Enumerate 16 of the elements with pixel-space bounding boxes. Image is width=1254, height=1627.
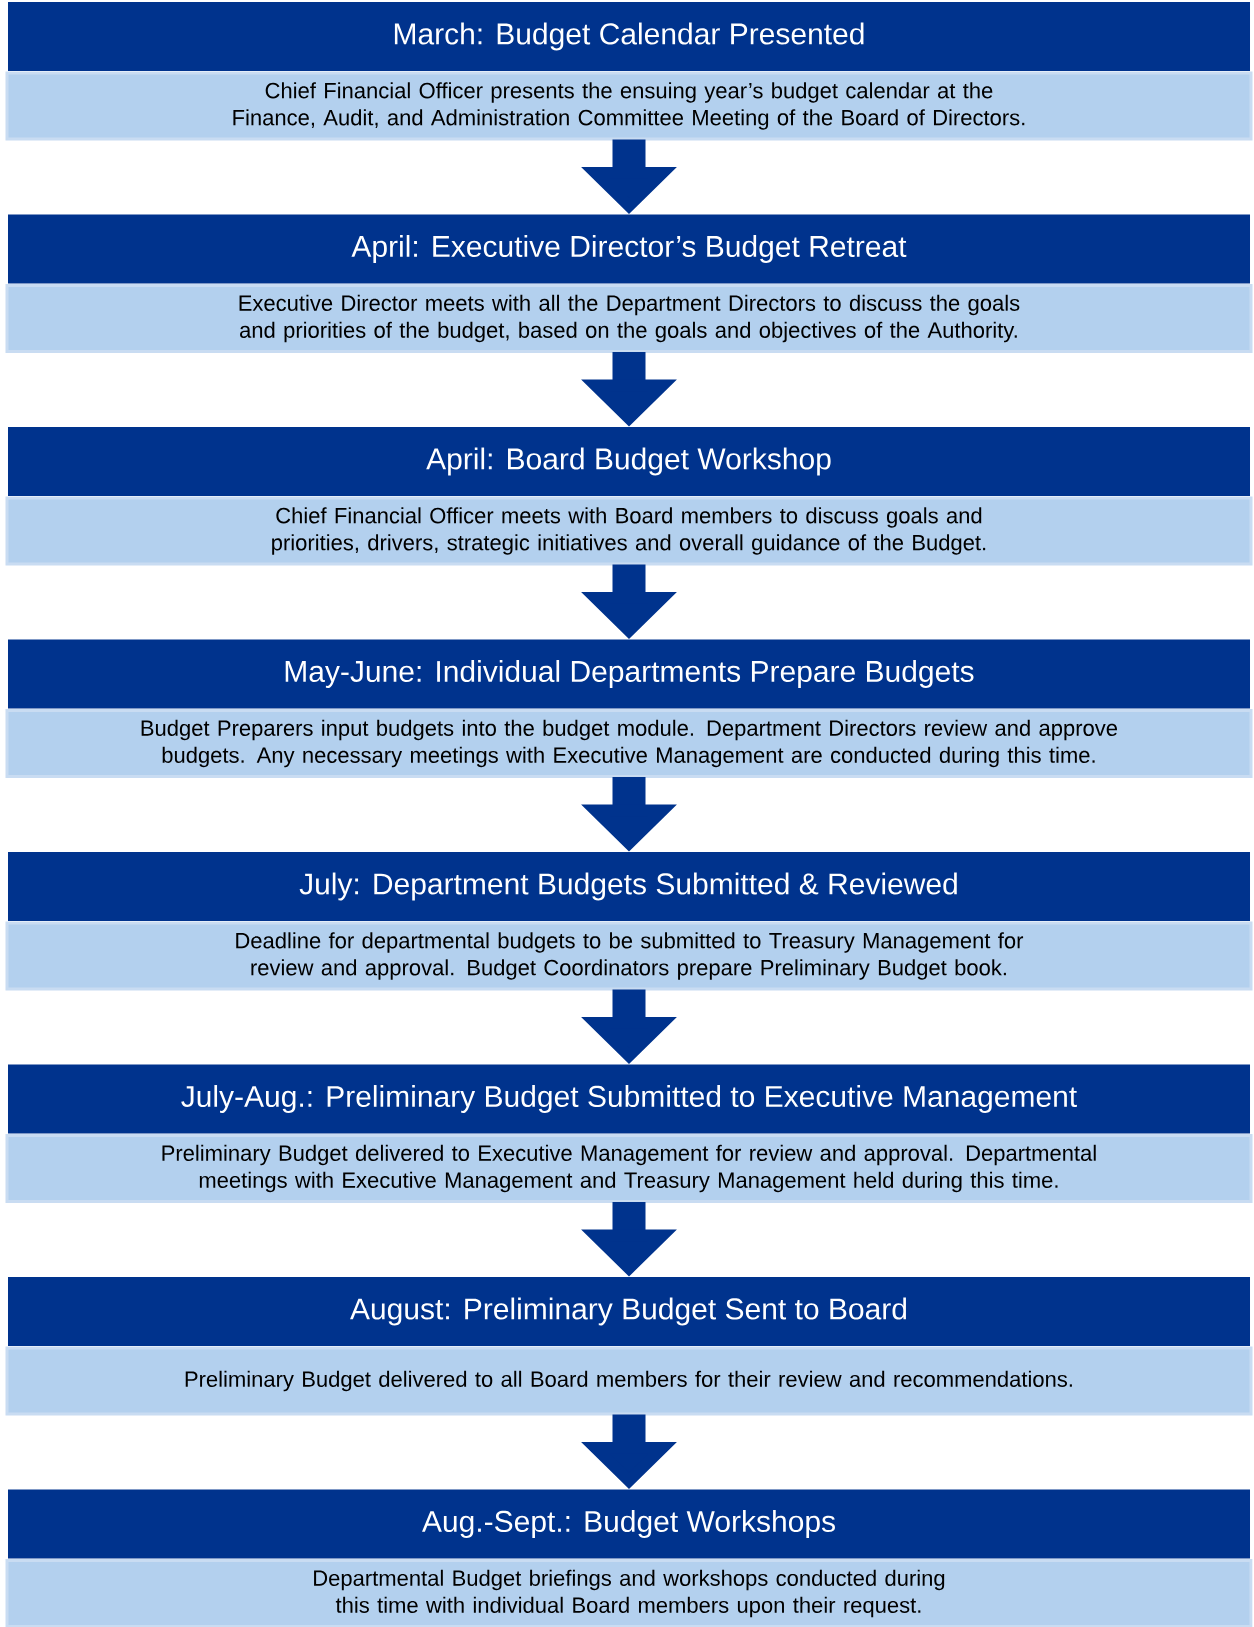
stage-header: March: Budget Calendar Presented	[8, 2, 1250, 71]
stage-description: Executive Director meets with all the Department Directors to discuss the goals and priorities of the budget, based on the goals and objectives of the Authority.	[5, 284, 1253, 353]
stage-description: Preliminary Budget delivered to Executive Management for review and approval. Departmental meetings with Executive Management and Treasury Management held during this time.	[5, 1134, 1253, 1203]
stage-header: May-June: Individual Departments Prepare Budgets	[8, 639, 1250, 709]
stage-header: August: Preliminary Budget Sent to Board	[8, 1277, 1250, 1346]
stage-header: July-Aug.: Preliminary Budget Submitted to Executive Management	[8, 1064, 1250, 1134]
stage-description: Departmental Budget briefings and workshops conducted during this time with individual Board members upon their request.	[5, 1559, 1253, 1627]
stage-header: July: Department Budgets Submitted & Reviewed	[8, 852, 1250, 921]
stage-description: Budget Preparers input budgets into the budget module. Department Directors review and approve budgets. Any necessary meetings with Executive Management are conducted during this time.	[5, 709, 1253, 778]
stage-description: Preliminary Budget delivered to all Board members for their review and recommendations.	[5, 1346, 1253, 1416]
stage-description: Chief Financial Officer meets with Board members to discuss goals and priorities, drivers, strategic initiatives and overall guidance of the Budget.	[5, 496, 1253, 566]
stage-description: Chief Financial Officer presents the ensuing year’s budget calendar at the Finance, Audit, and Administration Committee Meeting of the Board of Directors.	[5, 71, 1253, 141]
stage-description: Deadline for departmental budgets to be submitted to Treasury Management for review and approval. Budget Coordinators prepare Preliminary Budget book.	[5, 921, 1253, 991]
stage-header: Aug.-Sept.: Budget Workshops	[8, 1489, 1250, 1559]
stage-header: April: Executive Director’s Budget Retreat	[8, 214, 1250, 284]
stage-header: April: Board Budget Workshop	[8, 427, 1250, 496]
